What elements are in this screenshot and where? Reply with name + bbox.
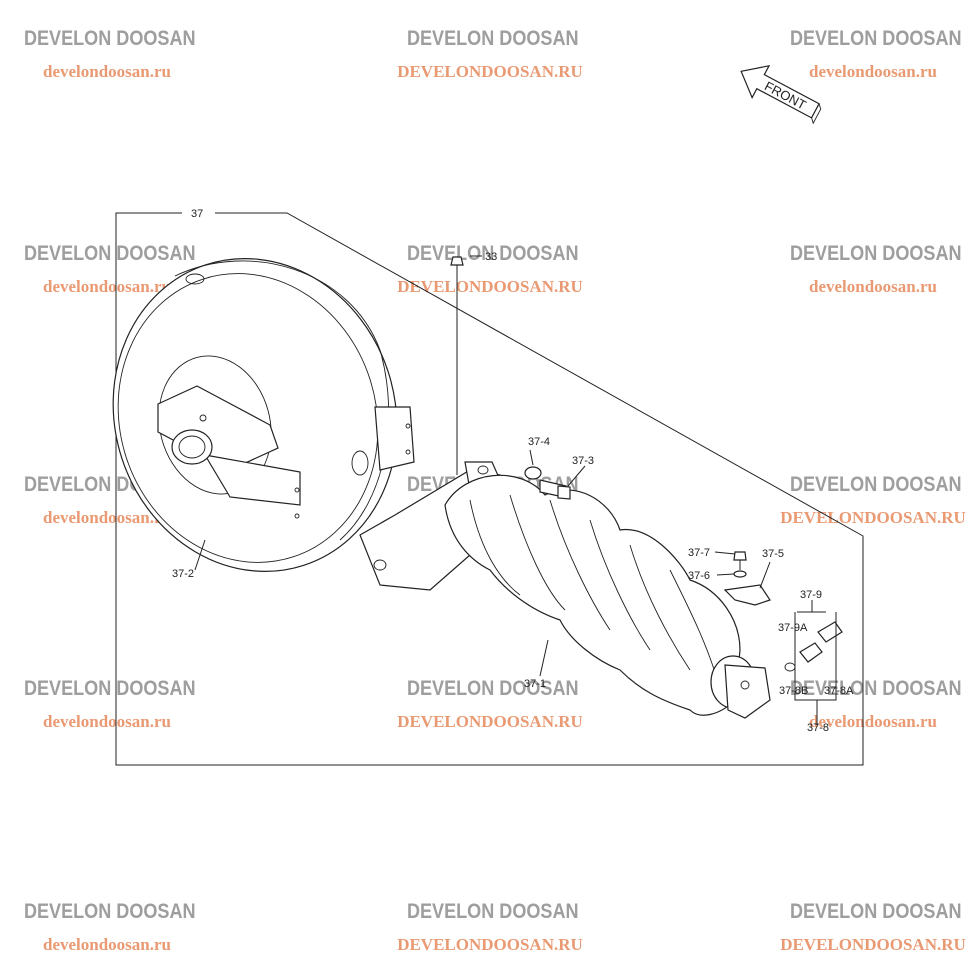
watermark: DEVELON DOOSAN develondoosan.ru [778, 237, 968, 297]
label-37-9: 37-9 [800, 589, 822, 601]
label-37-3: 37-3 [572, 455, 594, 467]
watermark: DEVELON DOOSAN DEVELONDOOSAN.RU [395, 22, 585, 82]
label-37-1: 37-1 [524, 678, 546, 690]
watermark-brand: DEVELON DOOSAN [407, 677, 579, 700]
label-37-2: 37-2 [172, 568, 194, 580]
label-37-8a: 37-8A [824, 685, 854, 697]
watermark-url: DEVELONDOOSAN.RU [397, 62, 583, 81]
watermark-brand: DEVELON DOOSAN [24, 27, 196, 50]
watermark-url: develondoosan.ru [43, 62, 171, 81]
watermark-url: develondoosan.ru [43, 935, 171, 954]
bracket-37-5 [723, 551, 771, 606]
watermark-url: develondoosan.ru [43, 277, 171, 296]
watermark-logo: DEVELON DOOSAN [395, 672, 585, 706]
watermark-url: DEVELONDOOSAN.RU [397, 935, 583, 954]
idler-wheel [112, 258, 415, 572]
bolt-37-3 [524, 466, 571, 500]
watermark: DEVELON DOOSAN DEVELONDOOSAN.RU [395, 237, 585, 297]
watermark: DEVELON DOOSAN DEVELONDOOSAN.RU [778, 468, 968, 528]
watermark-url: develondoosan.ru [809, 277, 937, 296]
watermark-url: DEVELONDOOSAN.RU [397, 712, 583, 731]
watermark: DEVELON DOOSAN develondoosan.ru [12, 22, 202, 82]
label-37-6: 37-6 [688, 570, 710, 582]
watermark-brand: DEVELON DOOSAN [790, 900, 962, 923]
label-37-9a: 37-9A [778, 622, 808, 634]
watermark-brand: DEVELON DOOSAN [407, 242, 579, 265]
watermark-url: develondoosan.ru [809, 712, 937, 731]
watermark-brand: DEVELON DOOSAN [790, 27, 962, 50]
watermark: DEVELON DOOSAN develondoosan.ru [778, 672, 968, 732]
watermark-brand: DEVELON DOOSAN [407, 27, 579, 50]
watermark-logo: DEVELON DOOSAN [395, 22, 585, 56]
watermark-brand: DEVELON DOOSAN [790, 473, 962, 496]
label-33: 33 [485, 251, 497, 263]
watermark-logo: DEVELON DOOSAN [395, 895, 585, 929]
watermark: DEVELON DOOSAN DEVELONDOOSAN.RU [395, 672, 585, 732]
watermark-brand: DEVELON DOOSAN [790, 242, 962, 265]
label-37-8b: 37-8B [779, 685, 808, 697]
watermark-url: develondoosan.ru [43, 508, 171, 527]
watermark-logo: DEVELON DOOSAN [778, 237, 968, 271]
label-37-8: 37-8 [807, 722, 829, 734]
watermark-url: DEVELONDOOSAN.RU [780, 508, 966, 527]
label-37-5: 37-5 [762, 548, 784, 560]
watermark-brand: DEVELON DOOSAN [24, 677, 196, 700]
assembly-boundary [115, 212, 864, 766]
watermark-brand: DEVELON DOOSAN [24, 242, 196, 265]
recoil-cylinder [359, 461, 771, 719]
label-37: 37 [191, 208, 203, 220]
watermark-logo: DEVELON DOOSAN [12, 895, 202, 929]
watermark-url: develondoosan.ru [43, 712, 171, 731]
watermark-url: DEVELONDOOSAN.RU [780, 935, 966, 954]
watermark-logo: DEVELON DOOSAN [778, 895, 968, 929]
watermark: DEVELON DOOSAN develondoosan.ru [12, 672, 202, 732]
watermark-logo: DEVELON DOOSAN [778, 672, 968, 706]
watermark-logo: DEVELON DOOSAN [12, 22, 202, 56]
watermark-logo: DEVELON DOOSAN [778, 22, 968, 56]
front-arrow-icon: FRONT [740, 64, 822, 125]
watermark-logo: DEVELON DOOSAN [12, 237, 202, 271]
watermark: DEVELON DOOSAN develondoosan.ru [12, 895, 202, 955]
watermark-brand: DEVELON DOOSAN [24, 900, 196, 923]
label-37-4: 37-4 [528, 436, 550, 448]
watermark-url: DEVELONDOOSAN.RU [397, 277, 583, 296]
watermark-url: develondoosan.ru [809, 62, 937, 81]
watermark-logo: DEVELON DOOSAN [778, 468, 968, 502]
watermark-brand: DEVELON DOOSAN [790, 677, 962, 700]
watermark: DEVELON DOOSAN develondoosan.ru [778, 22, 968, 82]
bolt-33 [450, 256, 464, 475]
watermark: DEVELON DOOSAN DEVELONDOOSAN.RU [395, 895, 585, 955]
watermark-brand: DEVELON DOOSAN [407, 900, 579, 923]
watermark-logo: DEVELON DOOSAN [12, 672, 202, 706]
fittings-37-8-37-9 [784, 611, 843, 701]
watermark: DEVELON DOOSAN DEVELONDOOSAN.RU [778, 895, 968, 955]
label-37-7: 37-7 [688, 547, 710, 559]
watermark-logo: DEVELON DOOSAN [395, 237, 585, 271]
watermark: DEVELON DOOSAN develondoosan.ru [12, 237, 202, 297]
